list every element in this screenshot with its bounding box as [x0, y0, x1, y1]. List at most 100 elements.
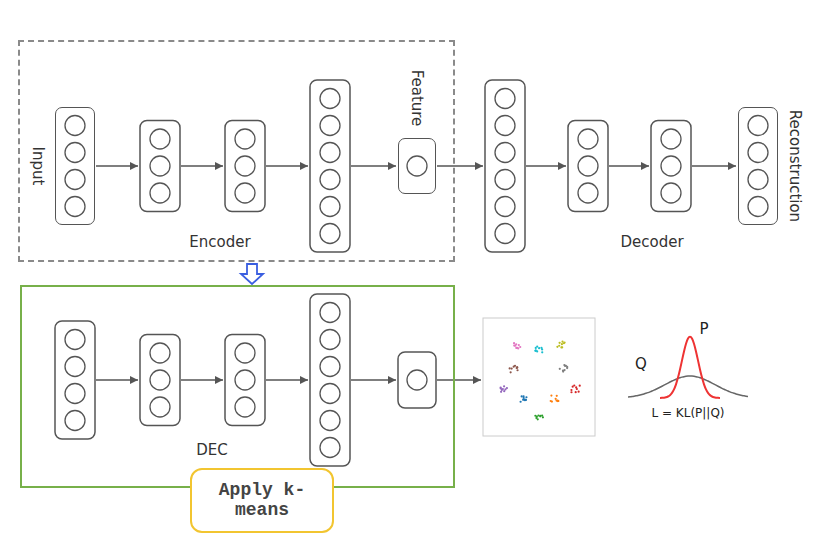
layer-arrow	[266, 379, 308, 380]
distribution-q	[628, 376, 748, 397]
layer-arrow	[526, 165, 566, 166]
neuron-circle	[661, 183, 681, 203]
cluster-point	[561, 346, 563, 348]
neuron-circle	[578, 156, 598, 176]
layer-arrow	[437, 379, 481, 380]
neuron-circle	[235, 156, 255, 176]
cluster-point	[557, 399, 559, 401]
layer-label: Feature	[408, 69, 426, 126]
cluster-point	[504, 388, 506, 390]
cluster-point	[576, 388, 578, 390]
layer-column	[568, 121, 608, 212]
cluster-point	[579, 385, 581, 387]
output-layer: Reconstruction	[738, 107, 778, 225]
cluster-point	[539, 415, 541, 417]
cluster-point	[538, 347, 540, 349]
neuron-circle	[150, 397, 170, 417]
cluster-point	[561, 343, 563, 345]
cluster-point	[524, 399, 526, 401]
action-label: Apply k-means	[206, 480, 318, 521]
cluster-point	[522, 395, 524, 397]
neuron-circle	[320, 170, 340, 190]
cluster-point	[558, 342, 560, 344]
cluster-point	[557, 400, 559, 402]
cluster-point	[570, 389, 572, 391]
cluster-point	[563, 342, 565, 344]
neuron-circle	[235, 370, 255, 390]
neuron-circle	[320, 330, 340, 350]
layer-column	[225, 121, 265, 212]
cluster-point	[500, 387, 502, 389]
cluster-point	[514, 345, 516, 347]
neuron-circle	[661, 156, 681, 176]
cluster-point	[516, 369, 518, 371]
neuron-circle	[235, 129, 255, 149]
layer-arrow	[351, 165, 396, 166]
neuron-circle	[235, 343, 255, 363]
input-layer: Input	[55, 107, 95, 225]
cluster-point	[515, 347, 517, 349]
neuron-circle	[748, 170, 768, 190]
cluster-point	[575, 391, 577, 393]
cluster-plot-frame	[483, 318, 595, 436]
cluster-point	[541, 351, 543, 353]
layer-label: Input	[29, 146, 47, 185]
neuron-circle	[65, 384, 85, 404]
layer-label: Reconstruction	[786, 109, 804, 221]
distribution-label: P	[699, 320, 708, 338]
cluster-point	[578, 391, 580, 393]
neuron-circle	[150, 183, 170, 203]
layer-arrow	[181, 379, 223, 380]
layer-arrow	[96, 165, 138, 166]
neuron-circle	[495, 197, 515, 217]
cluster-point	[520, 401, 522, 403]
neuron-circle	[320, 116, 340, 136]
neuron-circle	[407, 156, 427, 176]
neuron-circle	[320, 384, 340, 404]
cluster-point	[516, 366, 518, 368]
section-label: Decoder	[620, 233, 683, 251]
cluster-point	[534, 350, 536, 352]
layer-arrow	[437, 165, 483, 166]
neuron-circle	[320, 197, 340, 217]
cluster-point	[559, 368, 561, 370]
layer-column	[225, 335, 265, 426]
layer-column	[485, 80, 525, 252]
neuron-circle	[150, 370, 170, 390]
kmeans-box: Apply k-means	[190, 468, 334, 533]
cluster-point	[550, 394, 552, 396]
cluster-point	[510, 371, 512, 373]
neuron-circle	[495, 89, 515, 109]
cluster-point	[556, 346, 558, 348]
cluster-point	[517, 347, 519, 349]
neuron-circle	[320, 89, 340, 109]
cluster-point	[516, 367, 518, 369]
neuron-circle	[495, 116, 515, 136]
layer-label: DEC	[196, 441, 228, 459]
cluster-point	[573, 384, 575, 386]
cluster-point	[521, 395, 523, 397]
cluster-point	[550, 400, 552, 402]
neuron-circle	[407, 370, 427, 390]
layer-column	[651, 121, 691, 212]
neuron-circle	[578, 183, 598, 203]
dec-group: DEC	[20, 285, 455, 488]
layer-arrow	[351, 379, 396, 380]
neuron-circle	[748, 116, 768, 136]
neuron-circle	[65, 116, 85, 136]
cluster-point	[539, 415, 541, 417]
cluster-point	[536, 345, 538, 347]
neuron-circle	[65, 330, 85, 350]
layer-arrow	[181, 165, 223, 166]
cluster-point	[500, 387, 502, 389]
neuron-circle	[235, 183, 255, 203]
neuron-circle	[748, 197, 768, 217]
cluster-point	[566, 366, 568, 368]
cluster-point	[570, 391, 572, 393]
cluster-point	[557, 400, 559, 402]
layer-arrow	[692, 165, 736, 166]
neuron-circle	[320, 303, 340, 323]
neuron-circle	[495, 224, 515, 244]
